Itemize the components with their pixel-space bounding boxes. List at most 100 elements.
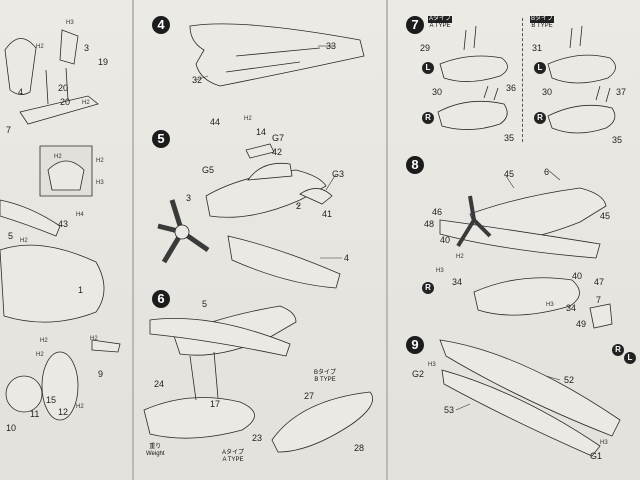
step6-b-type-label: Bタイプ B TYPE <box>314 370 336 384</box>
part-number: 6 <box>544 167 550 177</box>
seat-part-drawing <box>4 38 37 95</box>
engine-detail-drawing <box>47 160 85 191</box>
glue-marker: H3 <box>436 268 444 274</box>
part-number: 7 <box>596 295 602 305</box>
wing-stub-left-drawing <box>0 199 61 237</box>
fold-line-left <box>132 0 134 480</box>
glue-marker: H2 <box>36 352 44 358</box>
part-number: 11 <box>30 409 40 419</box>
part-number: 28 <box>354 443 365 453</box>
glue-marker: H3 <box>600 440 608 446</box>
step5-tailplane-drawing <box>299 188 333 205</box>
glue-marker: H4 <box>76 212 84 218</box>
part-number: 30 <box>542 87 553 97</box>
b-type-en: B TYPE <box>531 23 553 29</box>
part-number: 20 <box>58 83 69 93</box>
a-type-en: A TYPE <box>222 457 244 463</box>
part-number: 9 <box>98 369 104 379</box>
b-type-jp: Bタイプ <box>314 370 337 376</box>
propeller-hub-drawing <box>41 351 79 421</box>
part-number: 3 <box>186 193 192 203</box>
glue-marker: H2 <box>96 158 104 164</box>
part-number: 43 <box>58 219 69 229</box>
part-number: 20 <box>60 97 71 107</box>
right-marker: R <box>422 282 434 294</box>
part-number: 27 <box>304 391 315 401</box>
glue-marker: H2 <box>244 116 252 122</box>
part-number: 23 <box>252 433 263 443</box>
step7b-struts-drawing <box>569 25 611 103</box>
part-number: 3 <box>84 43 90 53</box>
part-number: G3 <box>332 169 345 179</box>
step5-spinner-drawing <box>174 224 190 240</box>
step6-a-type-label: Aタイプ A TYPE <box>222 450 244 464</box>
part-number: 34 <box>452 277 463 287</box>
cockpit-floor-drawing <box>19 95 99 125</box>
step9-upper-wing-drawing <box>439 339 621 437</box>
part-number: 29 <box>420 43 431 53</box>
part-number: 40 <box>440 235 451 245</box>
part-number: G2 <box>412 369 425 379</box>
step-number-8: 8 <box>406 156 424 174</box>
step4-wing-panel-drawing <box>225 47 321 73</box>
b-type-jp: Bタイプ <box>530 16 555 23</box>
part-number: G7 <box>272 133 285 143</box>
control-stick-drawing <box>45 67 69 105</box>
part-number: 5 <box>8 231 14 241</box>
step-number-7: 7 <box>406 16 424 34</box>
part-number: 52 <box>564 375 575 385</box>
glue-marker: H2 <box>82 100 90 106</box>
step5-wing-drawing <box>227 235 341 289</box>
step8-wing-drawing <box>439 219 601 259</box>
part-number: 35 <box>504 133 515 143</box>
weight-label-jp: 重り <box>149 444 162 450</box>
part-number: 45 <box>600 211 611 221</box>
step7a-float-left-drawing <box>439 55 508 82</box>
part-number: 19 <box>98 57 109 67</box>
glue-marker: H2 <box>76 404 84 410</box>
part-number: 4 <box>18 87 24 97</box>
part-number: 44 <box>210 117 221 127</box>
part-number: 10 <box>6 423 17 433</box>
glue-marker: H3 <box>546 302 554 308</box>
step-number-5: 5 <box>152 130 170 148</box>
left-marker: L <box>422 62 434 74</box>
glue-marker: H3 <box>96 180 104 186</box>
part-number: 32 <box>192 75 203 85</box>
part-number: 40 <box>572 271 583 281</box>
part-number: 1 <box>78 285 84 295</box>
part-number: 37 <box>616 87 627 97</box>
part-number: 14 <box>256 127 267 137</box>
part-number: 34 <box>566 303 577 313</box>
step7-b-type-label: Bタイプ B TYPE <box>530 16 555 30</box>
right-marker: R <box>422 112 434 124</box>
step-number-6: 6 <box>152 290 170 308</box>
part-number: 35 <box>612 135 623 145</box>
step6-btype-float-drawing <box>271 391 374 453</box>
exhaust-part-drawing <box>91 339 121 353</box>
step6-float-struts-drawing <box>189 351 219 401</box>
part-number: 45 <box>504 169 515 179</box>
part-number: 12 <box>58 407 69 417</box>
part-number: 2 <box>296 201 302 211</box>
left-marker: L <box>534 62 546 74</box>
part-number: 30 <box>432 87 443 97</box>
glue-marker: H2 <box>40 338 48 344</box>
part-number: 42 <box>272 147 283 157</box>
part-number: 17 <box>210 399 221 409</box>
step8-wingtip-float-drawing <box>589 303 613 329</box>
part-number: 33 <box>326 41 337 51</box>
type-divider <box>522 18 523 142</box>
step7-a-type-label: Aタイプ A TYPE <box>428 16 453 30</box>
glue-marker: H2 <box>54 154 62 160</box>
glue-marker: H3 <box>66 20 74 26</box>
engine-cowl-drawing <box>5 375 43 413</box>
glue-marker: H2 <box>36 44 44 50</box>
part-number: 24 <box>154 379 165 389</box>
part-number: 46 <box>432 207 443 217</box>
part-number: G1 <box>590 451 603 461</box>
step8-main-float-drawing <box>473 277 580 316</box>
step-number-4: 4 <box>152 16 170 34</box>
